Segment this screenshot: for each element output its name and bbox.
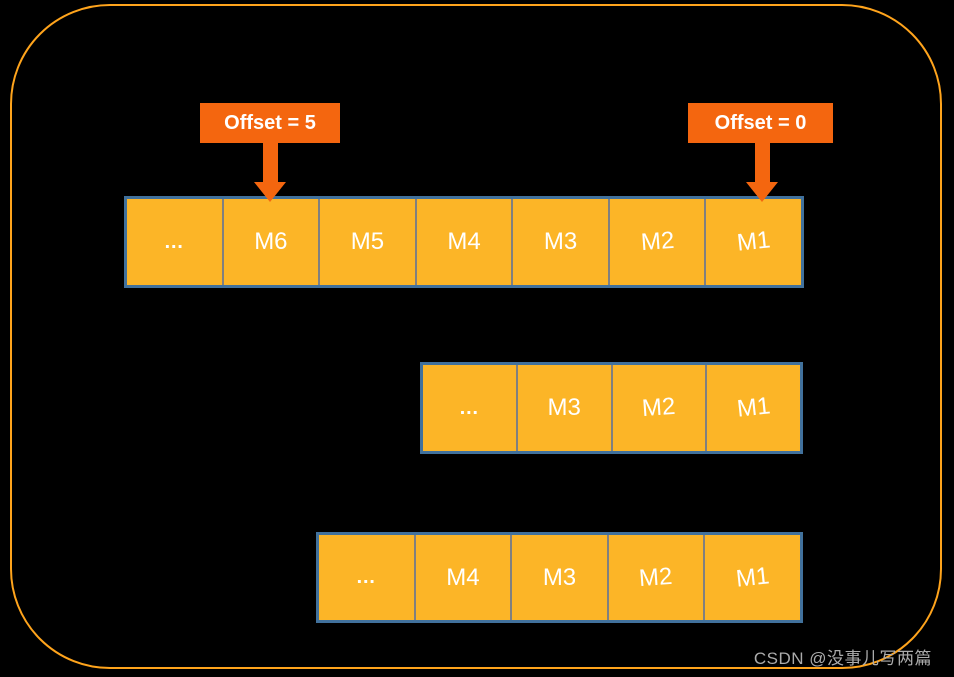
cell-label: … (458, 396, 480, 419)
queue-cell: M3 (510, 535, 607, 620)
queue-cell: M3 (511, 199, 608, 285)
arrow-head (254, 182, 286, 202)
queue-cell: M1 (703, 535, 800, 620)
cell-label: M1 (734, 561, 771, 593)
cell-label: M3 (547, 394, 581, 421)
message-queue-row-1: … M6 M5 M4 M3 M2 M1 (124, 196, 804, 288)
queue-cell: M2 (610, 365, 706, 451)
cell-label: M2 (638, 562, 674, 592)
offset-5-arrow-icon (254, 143, 286, 202)
cell-label: M3 (542, 563, 577, 591)
queue-cell: M2 (606, 535, 704, 620)
cell-label: M2 (639, 226, 675, 257)
message-queue-row-2: … M3 M2 M1 (420, 362, 803, 454)
offset-0-callout: Offset = 0 (688, 103, 833, 143)
cell-label: … (163, 230, 185, 253)
cell-label: M1 (735, 226, 772, 257)
cell-label: M1 (735, 392, 772, 423)
offset-0-arrow-icon (746, 143, 778, 202)
cell-label: M4 (446, 563, 480, 591)
arrow-head (746, 182, 778, 202)
cell-label: … (355, 566, 377, 588)
queue-cell: M4 (413, 535, 511, 620)
cell-label: M4 (447, 228, 481, 255)
queue-cell: M3 (515, 365, 611, 451)
queue-cell: M5 (318, 199, 415, 285)
watermark: CSDN @没事儿写两篇 (753, 649, 932, 668)
rounded-frame-border (10, 4, 942, 669)
cell-label: M5 (350, 228, 385, 255)
queue-cell: M6 (221, 199, 319, 285)
message-queue-row-3: … M4 M3 M2 M1 (316, 532, 803, 623)
queue-cell: M2 (607, 199, 705, 285)
cell-label: M2 (641, 392, 677, 423)
arrow-stem (754, 143, 770, 182)
offset-5-callout: Offset = 5 (200, 103, 340, 143)
queue-cell: M4 (414, 199, 512, 285)
queue-cell: M1 (704, 199, 801, 285)
offset-0-label: Offset = 0 (714, 111, 807, 134)
queue-cell: … (319, 535, 414, 620)
cell-label: M6 (254, 228, 288, 255)
cell-label: M3 (543, 228, 578, 255)
arrow-stem (262, 143, 278, 182)
queue-cell: … (423, 365, 516, 451)
queue-cell: M1 (705, 365, 800, 451)
queue-cell: … (127, 199, 222, 285)
offset-5-label: Offset = 5 (224, 111, 316, 134)
